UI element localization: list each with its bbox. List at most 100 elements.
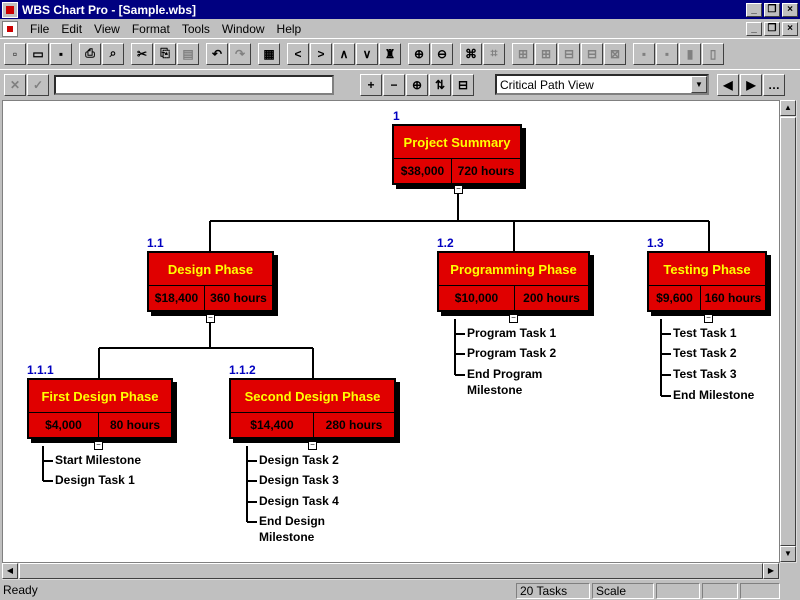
task-item-cont[interactable]: Milestone	[467, 383, 523, 397]
wbs-node-programming-phase[interactable]: Programming Phase $10,000 200 hours	[437, 251, 590, 312]
menu-file[interactable]: File	[30, 21, 50, 36]
accept-edit-icon[interactable]: ✓	[27, 73, 49, 96]
task-item-cont[interactable]: Milestone	[259, 530, 315, 544]
vertical-scrollbar[interactable]: ▲ ▼	[780, 100, 797, 563]
save-icon[interactable]: ▪	[50, 42, 72, 65]
menu-format[interactable]: Format	[131, 21, 170, 36]
menu-tools[interactable]: Tools	[181, 21, 210, 36]
collapse-icon[interactable]: −	[509, 314, 518, 323]
minimize-button[interactable]: _	[746, 2, 762, 17]
task-item[interactable]: Program Task 2	[467, 346, 557, 360]
collapse-icon[interactable]: −	[206, 314, 215, 323]
task-item[interactable]: Test Task 1	[673, 326, 737, 340]
wbs-node-second-design-phase[interactable]: Second Design Phase $14,400 280 hours	[229, 378, 396, 439]
node-title: Project Summary	[394, 126, 520, 159]
expand-level-icon[interactable]: ⇅	[429, 73, 451, 96]
horizontal-scroll-thumb[interactable]	[19, 563, 763, 579]
task-item[interactable]: End Design	[259, 514, 326, 528]
menu-view[interactable]: View	[94, 21, 120, 36]
task-item[interactable]: Test Task 2	[673, 346, 737, 360]
menu-help[interactable]: Help	[276, 21, 302, 36]
wbs-number: 1.1	[147, 236, 164, 250]
align-3-icon[interactable]: ▮	[679, 42, 701, 65]
scroll-right-icon[interactable]: ▶	[763, 563, 779, 579]
cut-icon[interactable]: ✂	[131, 42, 153, 65]
doc-minimize-button[interactable]: _	[746, 21, 762, 36]
open-icon[interactable]: ▭	[27, 42, 49, 65]
collapse-icon[interactable]: −	[94, 441, 103, 450]
status-ready: Ready	[3, 583, 38, 597]
wbs-node-project-summary[interactable]: Project Summary $38,000 720 hours	[392, 124, 522, 185]
paste-icon[interactable]: ▤	[177, 42, 199, 65]
collapse-icon[interactable]: −	[704, 314, 713, 323]
collapse-all-icon[interactable]: ⊟	[452, 73, 474, 96]
align-2-icon[interactable]: ▪	[656, 42, 678, 65]
unlink-icon[interactable]: ⌗	[483, 42, 505, 65]
status-panel-1	[656, 583, 700, 599]
undo-icon[interactable]: ↶	[206, 42, 228, 65]
remove-task-icon[interactable]: −	[383, 73, 405, 96]
layout-4-icon[interactable]: ⊟	[581, 42, 603, 65]
wbs-node-design-phase[interactable]: Design Phase $18,400 360 hours	[147, 251, 274, 312]
menu-edit[interactable]: Edit	[61, 21, 83, 36]
task-item[interactable]: Design Task 4	[259, 494, 339, 508]
print-preview-icon[interactable]: ⌕	[102, 42, 124, 65]
restore-button[interactable]: ❐	[764, 2, 780, 17]
task-item[interactable]: End Program	[467, 367, 543, 381]
menu-window[interactable]: Window	[221, 21, 265, 36]
align-1-icon[interactable]: ▪	[633, 42, 655, 65]
properties-icon[interactable]: ▦	[258, 42, 280, 65]
collapse-icon[interactable]: −	[454, 185, 463, 194]
redo-icon[interactable]: ↷	[229, 42, 251, 65]
prev-view-icon[interactable]: ◀	[717, 73, 739, 96]
doc-close-button[interactable]: ×	[782, 21, 798, 36]
move-left-icon[interactable]: <	[287, 42, 309, 65]
clear-icon[interactable]: ♜	[379, 42, 401, 65]
layout-1-icon[interactable]: ⊞	[512, 42, 534, 65]
expand-all-icon[interactable]: ⊕	[406, 73, 428, 96]
scroll-up-icon[interactable]: ▲	[780, 100, 796, 116]
wbs-node-first-design-phase[interactable]: First Design Phase $4,000 80 hours	[27, 378, 173, 439]
wbs-canvas[interactable]: 1 Project Summary $38,000 720 hours − 1.…	[2, 100, 780, 563]
cancel-edit-icon[interactable]: ✕	[4, 73, 26, 96]
layout-3-icon[interactable]: ⊟	[558, 42, 580, 65]
task-item[interactable]: End Milestone	[673, 388, 755, 402]
collapse-icon[interactable]: −	[308, 441, 317, 450]
scroll-corner	[780, 563, 797, 580]
next-view-icon[interactable]: ▶	[740, 73, 762, 96]
node-title: First Design Phase	[29, 380, 171, 413]
app-icon[interactable]	[2, 1, 18, 18]
layout-2-icon[interactable]: ⊞	[535, 42, 557, 65]
more-views-icon[interactable]: …	[763, 73, 785, 96]
chevron-down-icon[interactable]: ▼	[691, 76, 707, 93]
vertical-scroll-thumb[interactable]	[780, 117, 796, 546]
document-icon[interactable]	[2, 20, 18, 37]
align-4-icon[interactable]: ▯	[702, 42, 724, 65]
doc-restore-button[interactable]: ❐	[764, 21, 780, 36]
task-item[interactable]: Program Task 1	[467, 326, 557, 340]
move-up-icon[interactable]: ∧	[333, 42, 355, 65]
task-item[interactable]: Start Milestone	[55, 453, 142, 467]
task-item[interactable]: Test Task 3	[673, 367, 737, 381]
link-icon[interactable]: ⌘	[460, 42, 482, 65]
print-icon[interactable]: ⎙	[79, 42, 101, 65]
task-item[interactable]: Design Task 1	[55, 473, 135, 487]
scroll-left-icon[interactable]: ◀	[2, 563, 18, 579]
zoom-out-icon[interactable]: ⊖	[431, 42, 453, 65]
wbs-node-testing-phase[interactable]: Testing Phase $9,600 160 hours	[647, 251, 767, 312]
horizontal-scrollbar[interactable]: ◀ ▶	[2, 563, 780, 580]
scroll-down-icon[interactable]: ▼	[780, 546, 796, 562]
move-right-icon[interactable]: >	[310, 42, 332, 65]
close-button[interactable]: ×	[782, 2, 798, 17]
zoom-in-icon[interactable]: ⊕	[408, 42, 430, 65]
edit-input[interactable]	[54, 74, 334, 95]
copy-icon[interactable]: ⎘	[154, 42, 176, 65]
move-down-icon[interactable]: ∨	[356, 42, 378, 65]
new-icon[interactable]: ▫	[4, 42, 26, 65]
task-item[interactable]: Design Task 2	[259, 453, 339, 467]
task-item[interactable]: Design Task 3	[259, 473, 339, 487]
connector-lines	[42, 189, 710, 523]
layout-5-icon[interactable]: ⊠	[604, 42, 626, 65]
view-select[interactable]: Critical Path View ▼	[495, 74, 709, 95]
add-task-icon[interactable]: +	[360, 73, 382, 96]
